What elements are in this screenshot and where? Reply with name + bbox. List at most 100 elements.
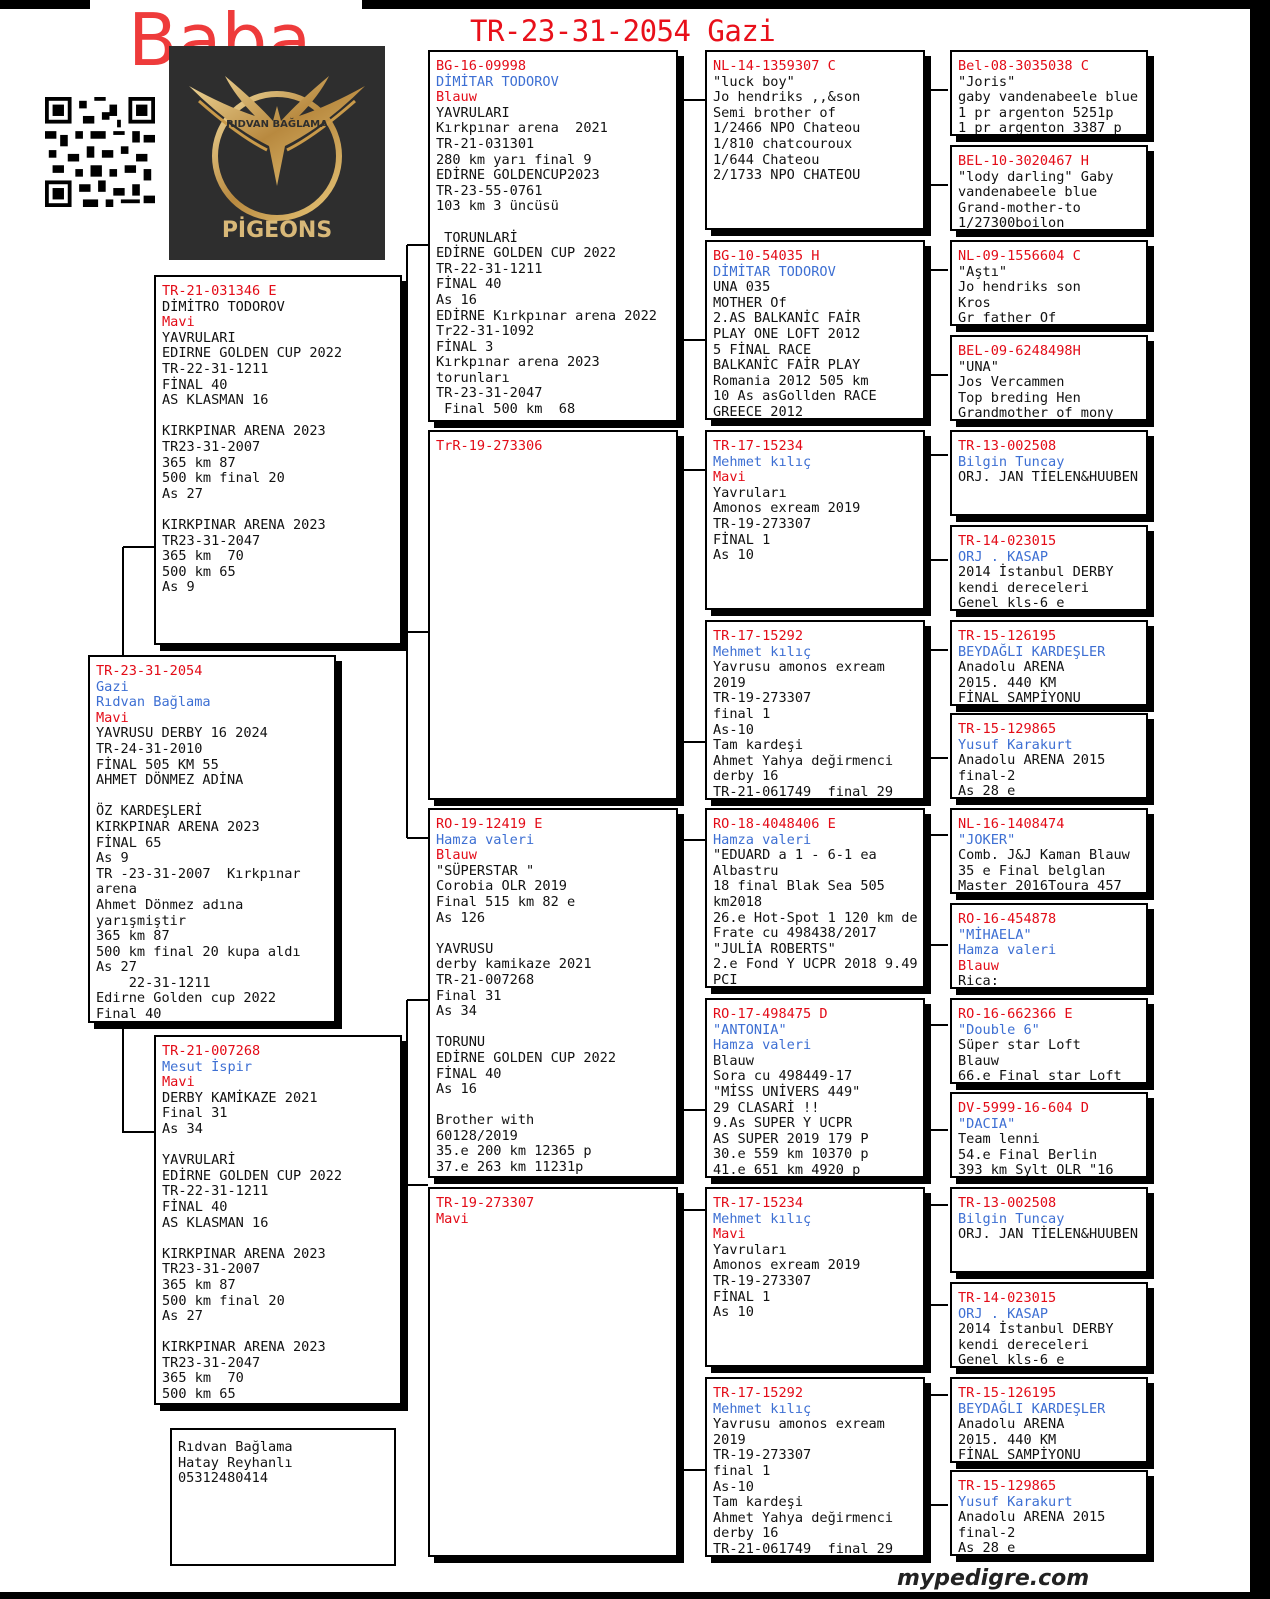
card-line: 29 CLASARİ !!	[713, 1099, 820, 1116]
card-line	[162, 1138, 400, 1154]
card-line: Anadolu ARENA 2015	[958, 752, 1106, 769]
card-line: TR-15-126195	[958, 628, 1057, 644]
card-line: 2015. 440 KM	[958, 674, 1057, 691]
card-line: TR-21-007268	[162, 1043, 261, 1059]
card-line: EDİRNE GOLDEN CUP 2022	[436, 245, 617, 262]
card-line: FİNAL 505 KM 55	[96, 756, 219, 773]
card-line: 1 pr argenton 3387 p	[958, 120, 1122, 136]
card-line: Grandmother of mony	[958, 405, 1114, 421]
card-line: RO-16-454878	[958, 911, 1057, 927]
card-line: "Aştı"	[958, 263, 1008, 280]
card-line: 365 km 87	[96, 928, 170, 945]
card-line: TR-17-15292	[713, 1385, 804, 1401]
card-line: 1/810 chatcouroux	[713, 135, 853, 152]
card-line: Gr father Of	[958, 310, 1057, 326]
card-line: Final 515 km 82 e	[436, 893, 576, 910]
card-line: FİNAL 40	[436, 1065, 502, 1082]
card-line: TR-24-31-2010	[96, 740, 203, 757]
card-line: "JULİA ROBERTS"	[713, 940, 836, 957]
card-line: TR-22-31-1211	[162, 1183, 269, 1200]
card-line: TR-21-031346 E	[162, 283, 277, 299]
card-line: BEYDAĞLI KARDEŞLER	[958, 1400, 1106, 1417]
card-line: 2.e Fond Y UCPR 2018 9.49	[713, 956, 918, 973]
card-line: TR23-31-2007	[162, 1261, 261, 1278]
card-line: TR-21-007268	[436, 971, 535, 988]
card-line: Romania 2012 505 km	[713, 372, 869, 389]
card-line: derby 16	[713, 1525, 779, 1542]
card-line: Final 500 km 68	[436, 401, 576, 418]
card-line: Top breding Hen	[958, 389, 1081, 406]
card-line: "JOKER"	[958, 831, 1016, 848]
card-line: Edirne Golden cup 2022	[96, 990, 277, 1007]
card-line: As-10	[713, 721, 754, 738]
card-line: Gazi	[96, 678, 129, 695]
card-line: Yavrusu amonos exream	[713, 1416, 885, 1433]
card-line: Master 2016Toura 457	[958, 878, 1122, 894]
card-line: 26.e Hot-Spot 1 120 km de	[713, 909, 918, 926]
card-line: Blauw	[436, 847, 477, 864]
card-line: FİNAL 1	[713, 1288, 771, 1305]
card-line: TR-13-002508	[958, 438, 1057, 454]
card-line: TR-13-002508	[958, 1195, 1057, 1211]
card-line: YAVRULARİ	[162, 1152, 236, 1169]
card-line: Anadolu ARENA	[958, 659, 1065, 676]
card-line: As 34	[162, 1120, 203, 1137]
card-line: TR-19-273307	[713, 690, 812, 707]
card-line: Mehmet kılıç	[713, 1210, 812, 1227]
card-line: "lody darling" Gaby	[958, 168, 1114, 185]
card-line: TR-21-061749 final 29	[713, 783, 894, 800]
card-line: 280 km yarı final 9	[436, 151, 592, 168]
card-line	[162, 1325, 400, 1341]
card-line: EDİRNE Kırkpınar arena 2022	[436, 307, 657, 324]
qr-code-icon[interactable]	[45, 97, 155, 207]
card-line: 9.As SUPER Y UCPR	[713, 1115, 853, 1132]
card-line: Ahmet Yahya değirmenci	[713, 752, 894, 769]
card-line: Albastru	[713, 862, 779, 879]
card-line: DİMİTRO TODOROV	[162, 298, 285, 315]
ggg-9-card: NL-16-1408474"JOKER"Comb. J&J Kaman Blau…	[950, 808, 1148, 894]
card-line: Bel-08-3035038 C	[958, 58, 1089, 74]
card-line: TR-19-273307	[713, 1447, 812, 1464]
card-line: YAVRUSU	[436, 940, 494, 957]
card-line: TR-19-273307	[436, 1195, 535, 1211]
card-line: YAVRUSU DERBY 16 2024	[96, 725, 268, 742]
card-line: Mavi	[436, 1210, 469, 1227]
card-line: TrR-19-273306	[436, 438, 543, 454]
card-line: "MİSS UNİVERS 449"	[713, 1083, 861, 1100]
card-line: EDİRNE GOLDEN CUP 2022	[162, 1167, 343, 1184]
card-line	[162, 502, 400, 518]
card-line: GREECE 2012	[713, 403, 804, 420]
card-line: As 28 e	[958, 783, 1016, 799]
card-line: DİMİTAR TODOROV	[713, 263, 836, 280]
card-line: Amonos exream 2019	[713, 1257, 861, 1274]
card-line: Grand-mother-to	[958, 199, 1081, 216]
card-line: Genel kls-6 e	[958, 595, 1065, 611]
card-line: RO-16-662366 E	[958, 1006, 1073, 1022]
card-line: NL-14-1359307 C	[713, 58, 836, 74]
card-line: Corobia OLR 2019	[436, 878, 567, 895]
card-line: FİNAL 40	[436, 276, 502, 293]
card-line: 365 km 87	[162, 1276, 236, 1293]
card-line: 365 km 70	[162, 1370, 244, 1387]
card-line: As 10	[713, 1304, 754, 1321]
card-line: Rica:	[958, 973, 999, 989]
card-line: TR-23-55-0761	[436, 182, 543, 199]
card-line: 18 final Blak Sea 505	[713, 878, 885, 895]
eagle-emblem-icon	[189, 76, 365, 221]
card-line: KIRKPINAR ARENA 2023	[162, 423, 326, 440]
card-line: Jo hendriks son	[958, 279, 1081, 296]
card-line: As 9	[162, 579, 195, 596]
ggg-1-card: Bel-08-3035038 C"Joris"gaby vandenabeele…	[950, 50, 1148, 136]
card-line: derby 16	[713, 768, 779, 785]
card-line: Genel kls-6 e	[958, 1352, 1065, 1368]
logo-brand-text: PİGEONS	[221, 218, 333, 243]
card-line: Blauw	[436, 89, 477, 106]
card-line: Jos Vercammen	[958, 374, 1065, 391]
